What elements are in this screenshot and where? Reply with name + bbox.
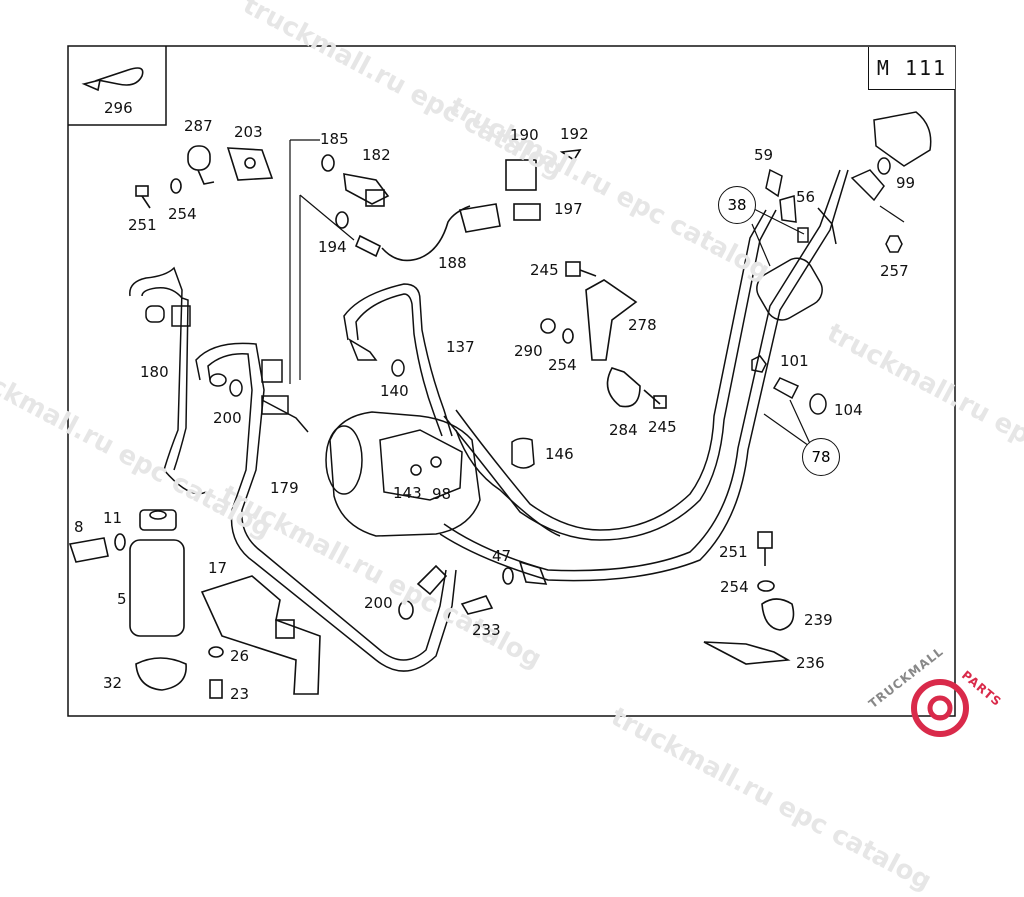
clip-287-icon xyxy=(187,145,215,185)
part-label: 146 xyxy=(545,445,574,463)
bracket-278-icon xyxy=(540,261,667,409)
part-label: 26 xyxy=(230,647,250,665)
part-label: 101 xyxy=(780,352,809,370)
part-label: 200 xyxy=(364,594,393,612)
part-label: 287 xyxy=(184,117,213,135)
part-label: 11 xyxy=(103,509,123,527)
part-label: 17 xyxy=(208,559,228,577)
part-label: 8 xyxy=(74,518,84,536)
part-label: 236 xyxy=(796,654,825,672)
part-label: 257 xyxy=(880,262,909,280)
part-label: 182 xyxy=(362,146,391,164)
part-label: 104 xyxy=(834,401,863,419)
part-label: 239 xyxy=(804,611,833,629)
part-label: 5 xyxy=(117,590,127,608)
part-label: 143 xyxy=(393,484,422,502)
clamp-239-icon xyxy=(703,531,795,665)
part-label: 192 xyxy=(560,125,589,143)
part-label: 179 xyxy=(270,479,299,497)
pressure-switch-icon xyxy=(321,154,471,262)
part-label: 32 xyxy=(103,674,123,692)
part-label: 278 xyxy=(628,316,657,334)
part-label: 290 xyxy=(514,342,543,360)
part-label: 197 xyxy=(554,200,583,218)
part-label: 254 xyxy=(720,578,749,596)
part-label: 254 xyxy=(548,356,577,374)
diagram-code: M 111 xyxy=(868,47,955,90)
bracket-17-icon xyxy=(200,575,321,699)
part-label: 188 xyxy=(438,254,467,272)
cable-tie-icon xyxy=(81,67,144,92)
part-label: 56 xyxy=(796,188,816,206)
callout-38: 38 xyxy=(718,186,756,224)
part-label: 194 xyxy=(318,238,347,256)
part-label: 47 xyxy=(492,547,512,565)
part-label: 59 xyxy=(754,146,774,164)
part-label: 284 xyxy=(609,421,638,439)
fitting-47-icon xyxy=(398,560,548,620)
inset-box-296 xyxy=(68,46,167,126)
part-label: 233 xyxy=(472,621,501,639)
part-label: 245 xyxy=(648,418,677,436)
parts-diagram xyxy=(67,45,969,737)
receiver-dryer-icon xyxy=(68,509,187,691)
part-label: 190 xyxy=(510,126,539,144)
part-label: 180 xyxy=(140,363,169,381)
part-label: 251 xyxy=(719,543,748,561)
hoses xyxy=(129,111,932,672)
part-label: 98 xyxy=(432,485,452,503)
part-label: 137 xyxy=(446,338,475,356)
part-label: 203 xyxy=(234,123,263,141)
part-label: 23 xyxy=(230,685,250,703)
part-label: 251 xyxy=(128,216,157,234)
bolt-251-254-icon xyxy=(135,178,182,209)
part-label: 140 xyxy=(380,382,409,400)
part-label: 200 xyxy=(213,409,242,427)
connector-190-icon xyxy=(458,149,582,233)
brand-logo-icon xyxy=(911,679,969,737)
part-label: 254 xyxy=(168,205,197,223)
diagram-frame xyxy=(67,45,956,717)
callout-78: 78 xyxy=(802,438,840,476)
part-label: 245 xyxy=(530,261,559,279)
part-label: 185 xyxy=(320,130,349,148)
part-label: 296 xyxy=(104,99,133,117)
bracket-203-icon xyxy=(226,147,274,181)
part-label: 99 xyxy=(896,174,916,192)
